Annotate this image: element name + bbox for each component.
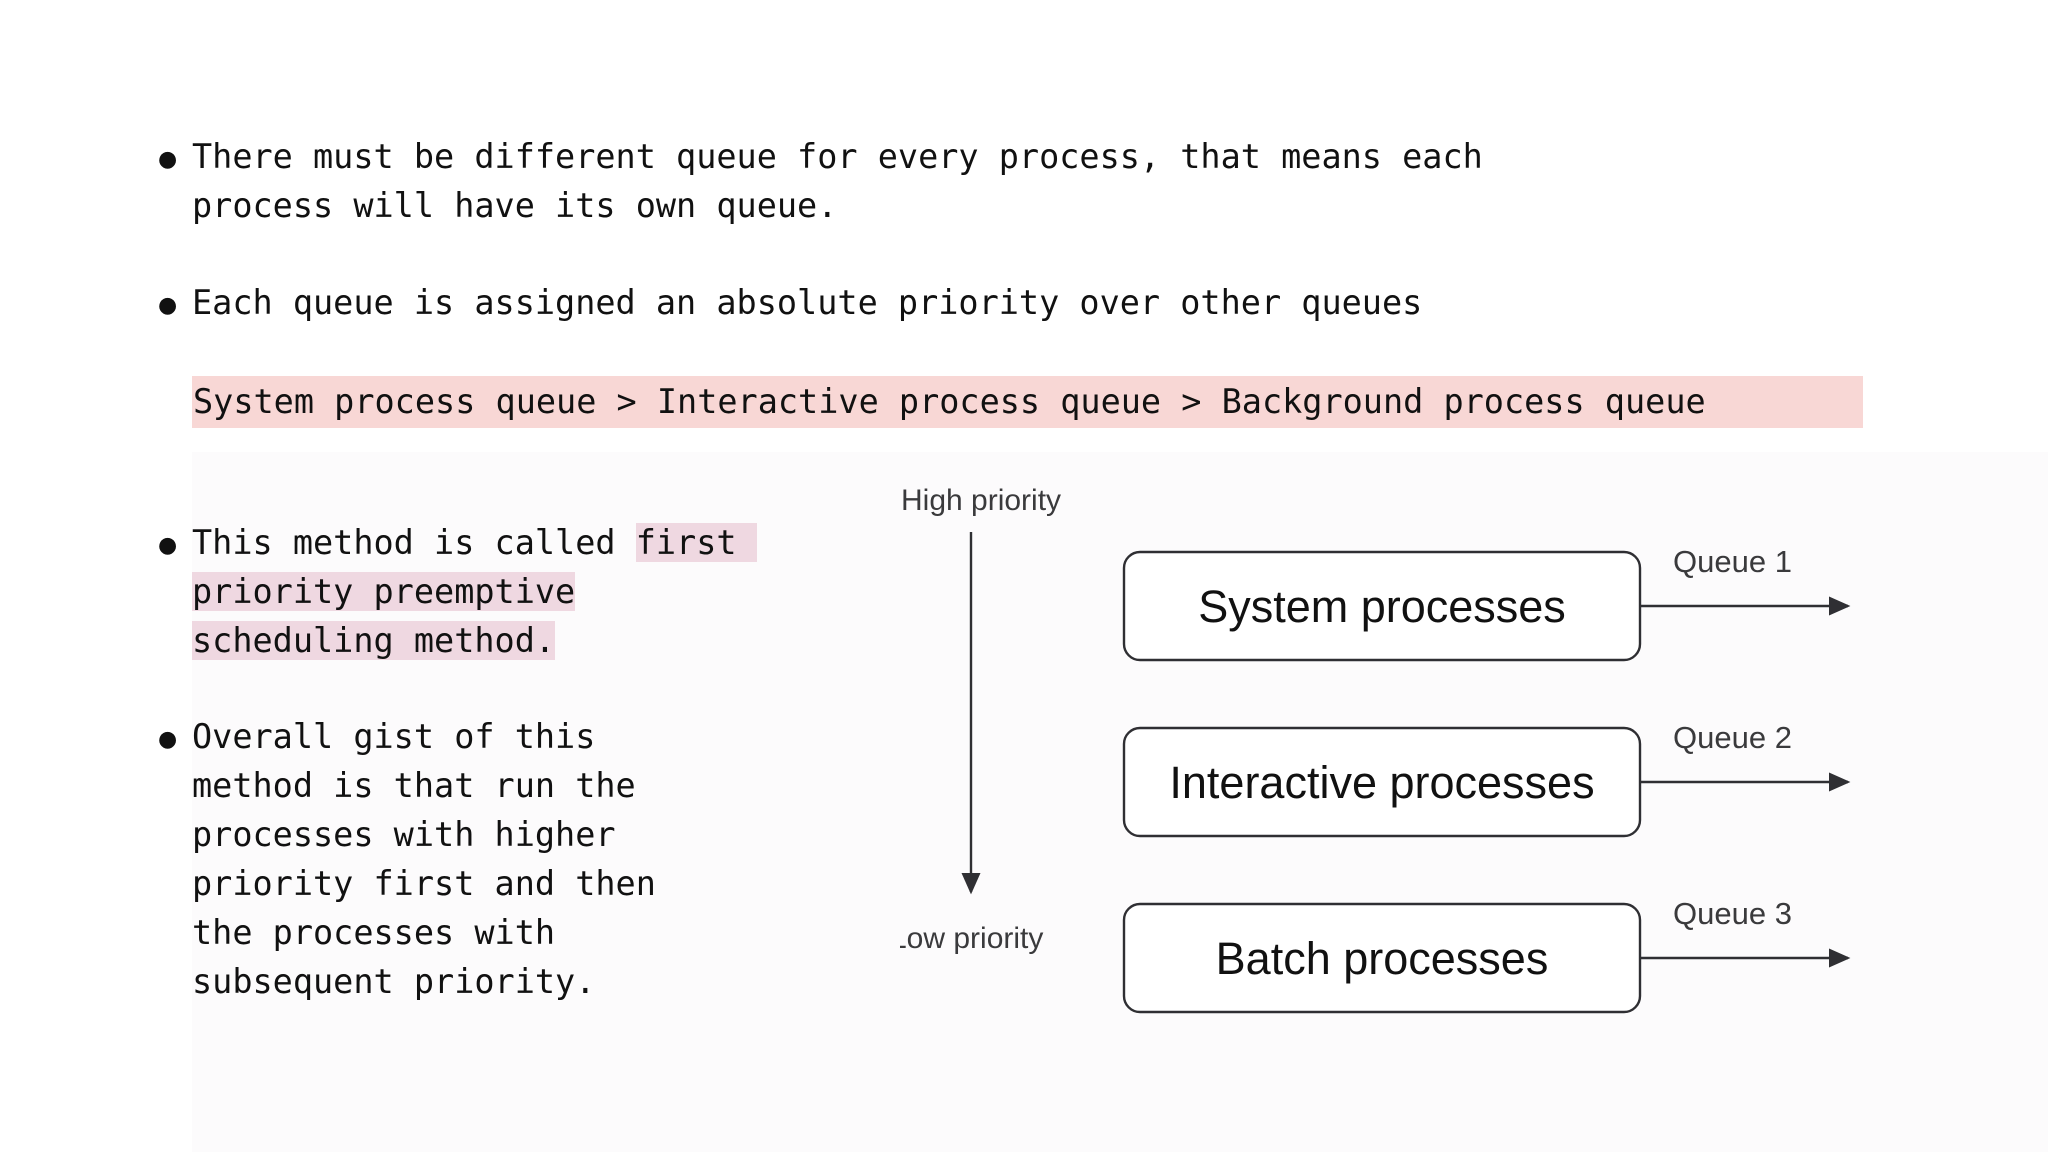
queue-label-1: Queue 1	[1673, 544, 1792, 579]
bullet-text-3-plain: This method is called	[192, 523, 636, 562]
high-priority-label: High priority	[901, 484, 1061, 517]
bullet-dot-icon	[158, 712, 192, 764]
priority-order-banner: System process queue > Interactive proce…	[192, 376, 1863, 428]
lower-content-panel	[192, 452, 2048, 1152]
bullet-text-4: Overall gist of this method is that run …	[192, 717, 656, 1001]
low-priority-label: Low priority	[900, 922, 1043, 955]
bullet-item-3: This method is called first priority pre…	[158, 518, 798, 665]
bullet-dot-icon	[158, 518, 192, 570]
bullet-dot-icon	[158, 132, 192, 184]
bullet-dot-icon	[158, 278, 192, 330]
queue-label-3: Queue 3	[1673, 896, 1792, 931]
priority-queue-diagram: High priority Low priority System proces…	[900, 480, 1960, 1100]
high-priority-text: High priority	[901, 484, 1061, 517]
bullet-text-2: Each queue is assigned an absolute prior…	[192, 283, 1423, 322]
box-label-interactive-processes: Interactive processes	[1169, 757, 1594, 808]
bullet-item-2: Each queue is assigned an absolute prior…	[158, 278, 1858, 330]
bullet-text-1: There must be different queue for every …	[192, 137, 1483, 225]
box-label-system-processes: System processes	[1198, 581, 1566, 632]
box-label-batch-processes: Batch processes	[1216, 933, 1549, 984]
bullet-item-4: Overall gist of this method is that run …	[158, 712, 798, 1006]
queue-label-2: Queue 2	[1673, 720, 1792, 755]
low-priority-text: Low priority	[900, 922, 1043, 955]
priority-order-text: System process queue > Interactive proce…	[193, 382, 1706, 421]
bullet-item-1: There must be different queue for every …	[158, 132, 1858, 230]
bullet-text-3: This method is called first priority pre…	[192, 518, 792, 665]
